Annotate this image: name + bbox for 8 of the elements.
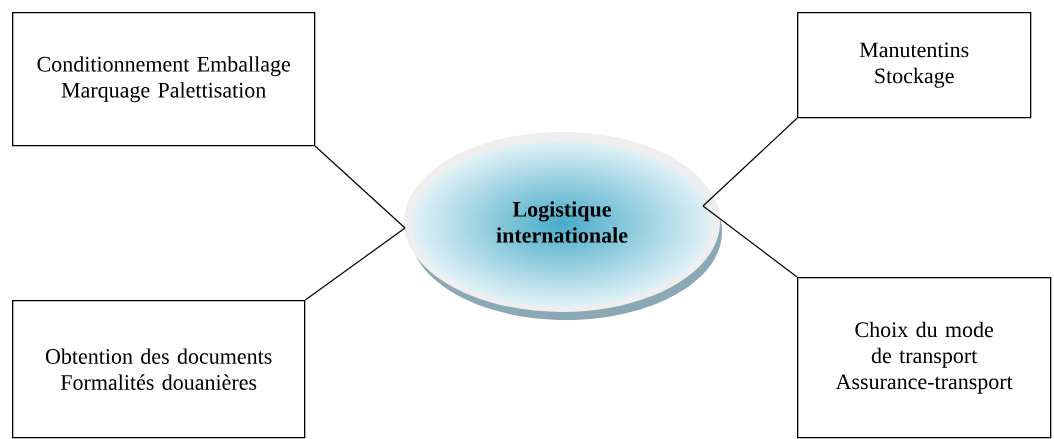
connector-line xyxy=(314,145,406,229)
text-box: Conditionnement Emballage Marquage Palettisation xyxy=(12,12,316,147)
connector-line xyxy=(702,117,798,207)
connector-line xyxy=(304,227,406,301)
text-box: Manutentins Stockage xyxy=(797,12,1032,119)
text-box: Choix du mode de transport Assurance-transport xyxy=(797,277,1052,439)
text-box: Obtention des documents Formalités douanières xyxy=(12,300,306,439)
connector-line xyxy=(702,205,798,278)
